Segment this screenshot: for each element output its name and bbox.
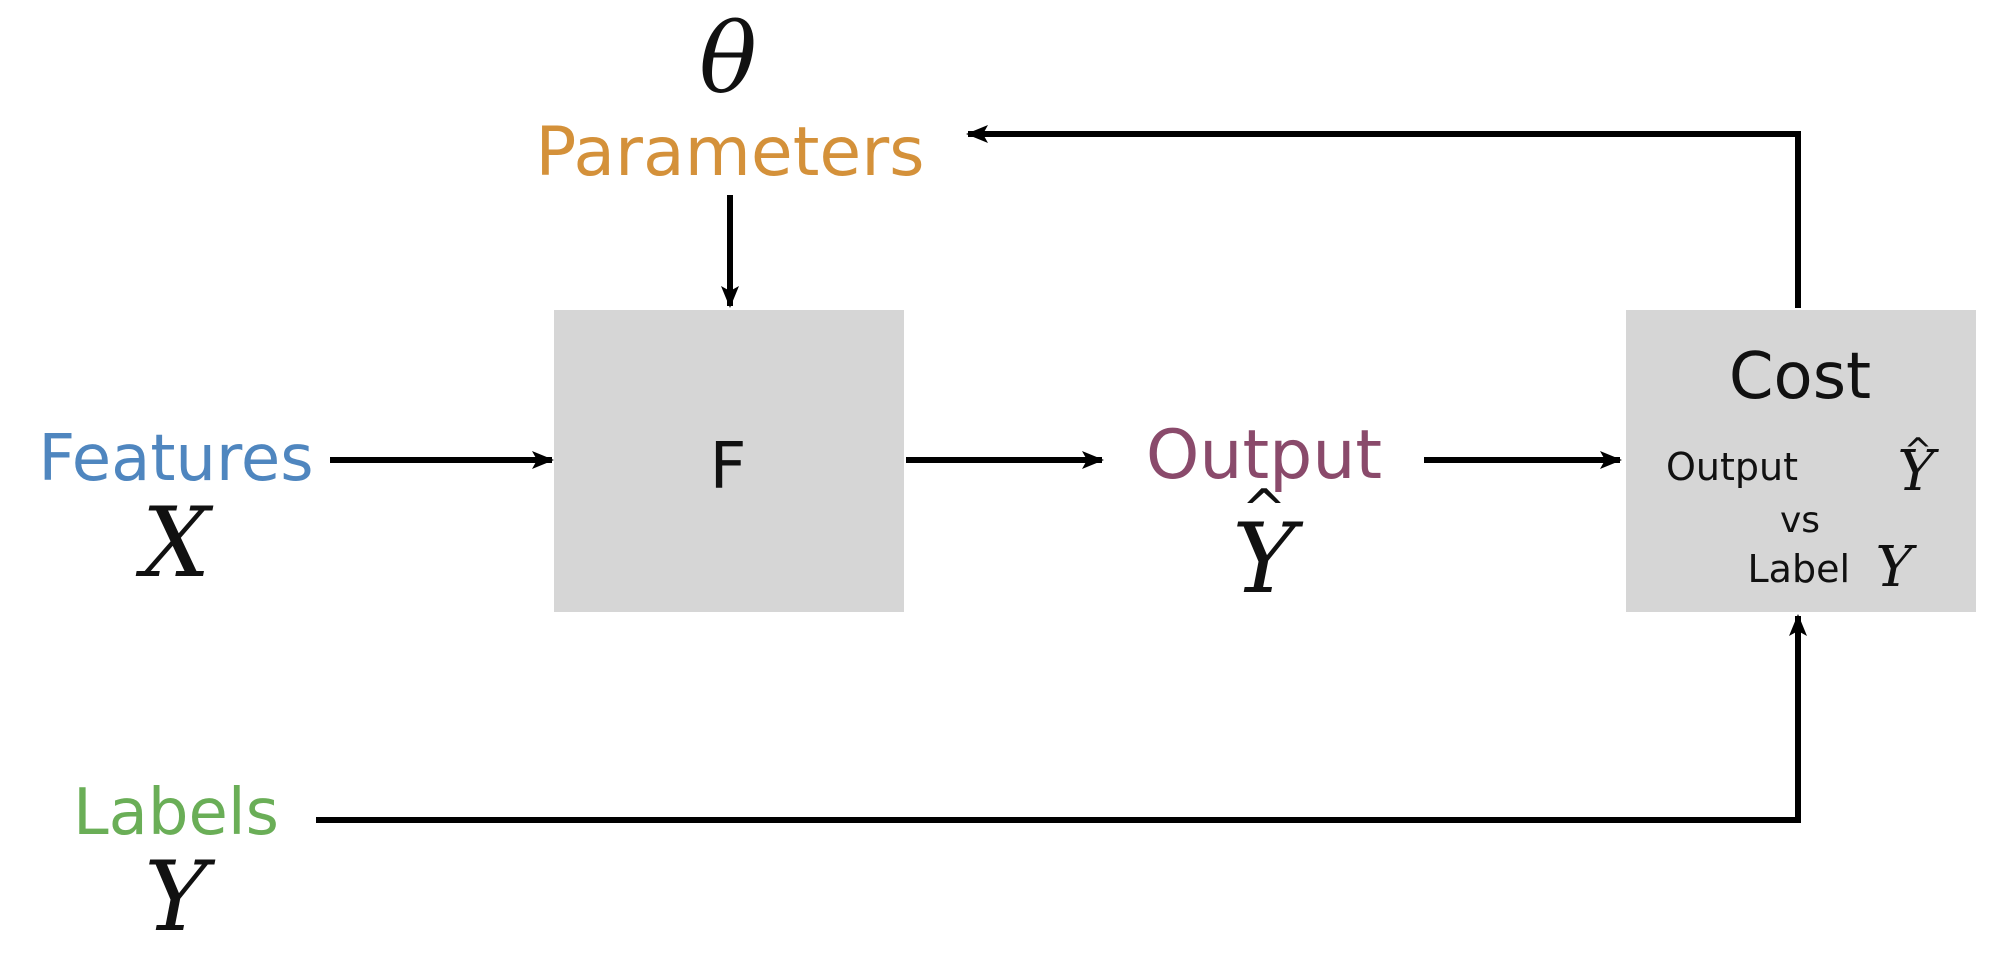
output-symbol: Y bbox=[1232, 503, 1304, 615]
features-symbol: X bbox=[135, 487, 214, 599]
labels-label: Labels bbox=[73, 776, 279, 850]
labels-symbol: Y bbox=[144, 841, 216, 953]
function-label: F bbox=[710, 430, 747, 504]
features-label: Features bbox=[38, 422, 313, 496]
cost-to-parameters-feedback-arrow bbox=[966, 125, 1801, 308]
output-label: Output bbox=[1146, 416, 1382, 495]
cost-box bbox=[1626, 310, 1976, 612]
labels-to-cost-arrow bbox=[316, 614, 1807, 823]
cost-title: Cost bbox=[1729, 340, 1871, 414]
cost-label-text: Label bbox=[1747, 547, 1850, 591]
cost-output-hat: ^ bbox=[1904, 431, 1933, 471]
parameters-label: Parameters bbox=[535, 113, 924, 192]
cost-label-symbol: Y bbox=[1876, 535, 1918, 600]
function-box bbox=[554, 310, 904, 612]
parameters-symbol: θ bbox=[699, 3, 757, 115]
cost-output-text: Output bbox=[1666, 445, 1798, 489]
output-hat: ^ bbox=[1241, 478, 1286, 541]
cost-output-symbol: Y bbox=[1898, 439, 1940, 504]
cost-vs-text: vs bbox=[1780, 500, 1820, 541]
